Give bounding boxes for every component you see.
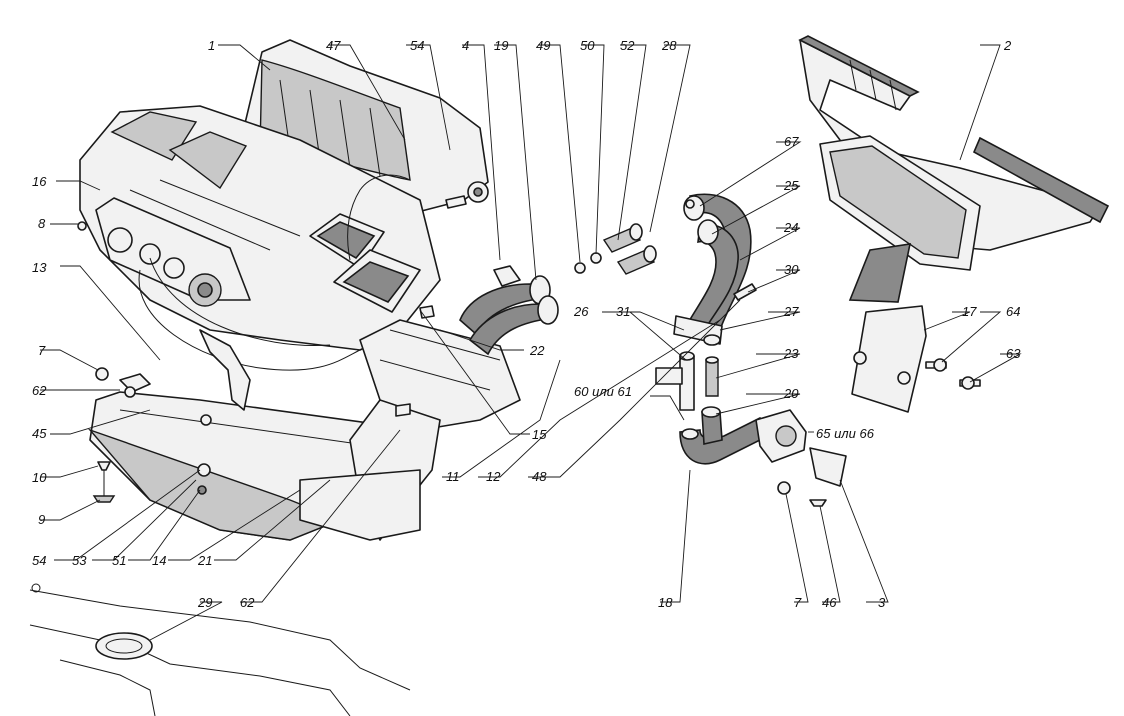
callout-7-left: 7: [38, 343, 46, 358]
callout-29: 29: [197, 595, 212, 610]
callout-54-top: 54: [410, 38, 424, 53]
floor-seal-grommet: [95, 632, 153, 660]
callout-labels: 1 47 54 4 19 49 50 52 28 2 16 8 13 7 62 …: [32, 38, 1021, 610]
mounting-plate-17: [851, 305, 981, 413]
callout-47: 47: [326, 38, 341, 53]
callout-10: 10: [32, 470, 47, 485]
callout-1: 1: [208, 38, 215, 53]
callout-31: 31: [616, 304, 630, 319]
callout-67: 67: [784, 134, 799, 149]
callout-11: 11: [446, 469, 460, 484]
floor-panel: [29, 583, 411, 716]
callout-48: 48: [532, 469, 547, 484]
callout-19: 19: [494, 38, 508, 53]
callout-63: 63: [1006, 346, 1021, 361]
callout-20: 20: [783, 386, 799, 401]
callout-13: 13: [32, 260, 47, 275]
callout-45: 45: [32, 426, 47, 441]
callout-54-bottom: 54: [32, 553, 46, 568]
callout-14: 14: [152, 553, 166, 568]
callout-62-left: 62: [32, 383, 47, 398]
callout-51: 51: [112, 553, 126, 568]
heater-hoses-22: [459, 265, 559, 356]
callout-8: 8: [38, 216, 46, 231]
callout-7-right: 7: [794, 595, 802, 610]
callout-46: 46: [822, 595, 837, 610]
leader-lines: [40, 44, 1022, 641]
heater-valve: [679, 406, 847, 507]
small-fittings: [574, 223, 657, 275]
callout-64: 64: [1006, 304, 1020, 319]
callout-2: 2: [1003, 38, 1012, 53]
callout-22: 22: [529, 343, 545, 358]
callout-12: 12: [486, 469, 501, 484]
callout-3: 3: [878, 595, 886, 610]
callout-53: 53: [72, 553, 87, 568]
callout-15: 15: [532, 427, 547, 442]
callout-27: 27: [783, 304, 799, 319]
side-bracket: [95, 329, 251, 411]
callout-26: 26: [573, 304, 589, 319]
callout-17: 17: [962, 304, 977, 319]
callout-60-61: 60 или 61: [574, 384, 632, 399]
callout-16: 16: [32, 174, 47, 189]
callout-49: 49: [536, 38, 550, 53]
callout-50: 50: [580, 38, 595, 53]
callout-62-bottom: 62: [240, 595, 255, 610]
callout-65-66: 65 или 66: [816, 426, 875, 441]
callout-4: 4: [462, 38, 469, 53]
heater-distribution-box: [79, 105, 441, 371]
air-intake-duct: [798, 35, 1110, 303]
callout-28: 28: [661, 38, 677, 53]
callout-24: 24: [783, 220, 798, 235]
callout-21: 21: [197, 553, 212, 568]
callout-9: 9: [38, 512, 45, 527]
callout-52: 52: [620, 38, 635, 53]
tee-fitting: [655, 334, 721, 411]
callout-30: 30: [784, 262, 799, 277]
callout-23: 23: [783, 346, 799, 361]
callout-25: 25: [783, 178, 799, 193]
callout-18: 18: [658, 595, 673, 610]
